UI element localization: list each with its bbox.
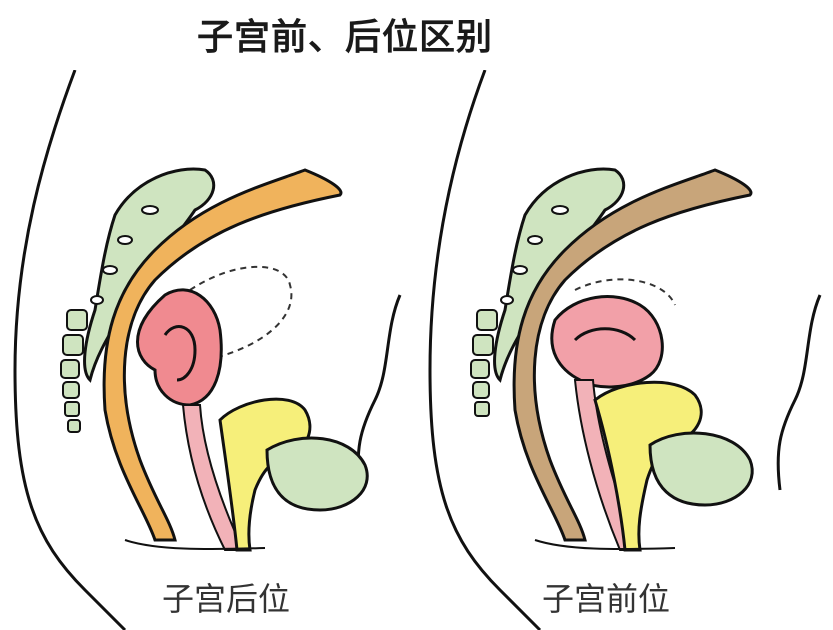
anteverted-label: 子宫前位: [542, 580, 671, 618]
bladder: [218, 397, 312, 552]
page-title: 子宫前、后位区别: [196, 17, 493, 58]
uterine-cavity: [573, 327, 637, 342]
rectum: [102, 168, 343, 542]
normal-position-outline: [574, 278, 676, 306]
retroverted-panel: [5, 70, 405, 630]
normal-position-outline: [189, 265, 293, 361]
pubic-bone: [648, 431, 754, 507]
perineum-line: [534, 539, 676, 551]
rectum: [512, 168, 753, 542]
body-outline: [13, 70, 127, 630]
uterus: [136, 288, 223, 407]
uterus: [550, 295, 664, 389]
retroverted-illustration: [13, 70, 402, 630]
abdomen-outline: [776, 294, 822, 491]
uterine-cavity: [163, 325, 197, 382]
anteverted-illustration: [428, 70, 822, 630]
body-outline: [428, 70, 542, 630]
retroverted-label: 子宫后位: [162, 580, 291, 618]
anteverted-panel: [425, 70, 825, 630]
abdomen-outline: [356, 294, 402, 491]
perineum-line: [124, 539, 266, 551]
pubic-bone: [265, 436, 369, 512]
